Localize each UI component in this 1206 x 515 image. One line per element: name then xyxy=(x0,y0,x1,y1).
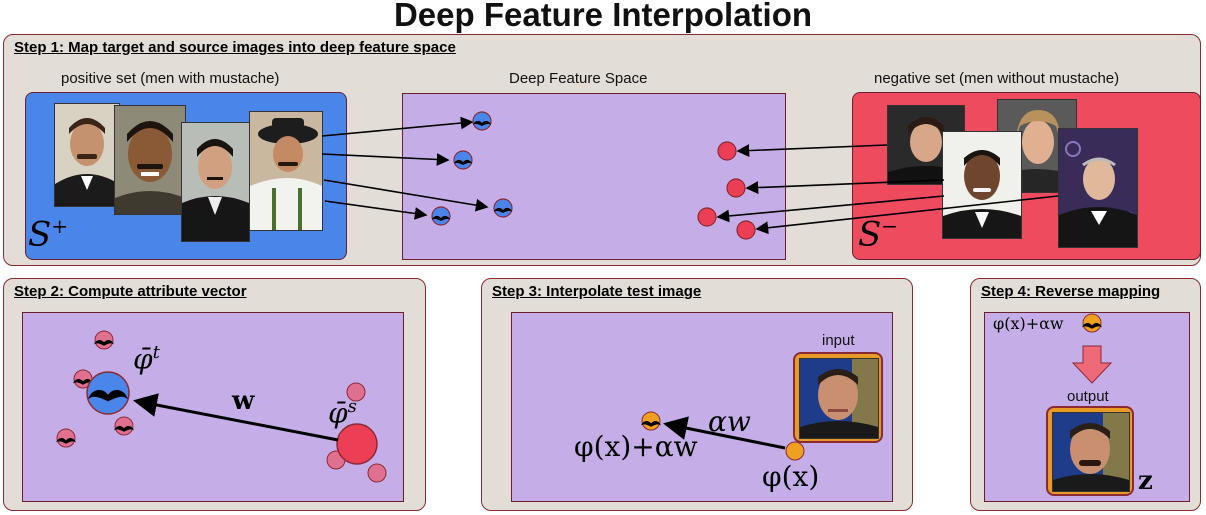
input-label: input xyxy=(822,332,855,349)
positive-face-photo-1 xyxy=(54,103,120,207)
attribute-vector-w-arrow xyxy=(133,393,339,442)
step2-source-nodes xyxy=(326,382,387,483)
alpha-w-arrow xyxy=(663,416,786,450)
z-label: z xyxy=(1138,466,1153,496)
step4-formula: φ(x)+αw xyxy=(993,314,1064,333)
output-label: output xyxy=(1067,388,1109,405)
phi-t-label: φ̄t xyxy=(133,342,160,376)
step4-node xyxy=(1082,313,1102,333)
feature-space-box xyxy=(402,93,786,260)
page-title: Deep Feature Interpolation xyxy=(393,0,813,33)
reverse-mapping-arrow xyxy=(1071,345,1113,384)
feature-space-label: Deep Feature Space xyxy=(509,70,648,87)
negative-feature-nodes xyxy=(697,141,756,240)
step2-feature-space xyxy=(22,312,404,502)
negative-mapping-arrows xyxy=(716,144,1059,235)
positive-face-photo-4 xyxy=(249,111,323,231)
w-vector-label: w xyxy=(232,386,255,416)
positive-face-photo-2 xyxy=(114,105,186,215)
negative-face-photo-1 xyxy=(887,105,965,185)
input-face-photo xyxy=(799,358,879,439)
negative-face-photo-4 xyxy=(942,131,1022,239)
phi-x-label: φ(x) xyxy=(762,460,820,493)
negative-set-label: negative set (men without mustache) xyxy=(874,70,1120,87)
step1-title: Step 1: Map target and source images int… xyxy=(14,39,456,56)
s-minus-label: S− xyxy=(858,214,899,255)
step4-title: Step 4: Reverse mapping xyxy=(981,283,1161,300)
phi-s-label: φ̄s xyxy=(328,396,357,430)
positive-feature-nodes xyxy=(431,111,513,226)
step3-nodes xyxy=(641,411,805,461)
s-plus-label: S+ xyxy=(28,214,69,255)
negative-face-photo-3 xyxy=(1058,128,1138,248)
step2-title: Step 2: Compute attribute vector xyxy=(14,283,247,300)
positive-set-label: positive set (men with mustache) xyxy=(61,70,280,87)
positive-face-photo-3 xyxy=(181,122,250,242)
step2-mustache-nodes xyxy=(56,330,134,448)
output-face-photo xyxy=(1052,412,1130,492)
step3-title: Step 3: Interpolate test image xyxy=(492,283,702,300)
positive-mapping-arrows xyxy=(321,116,489,220)
